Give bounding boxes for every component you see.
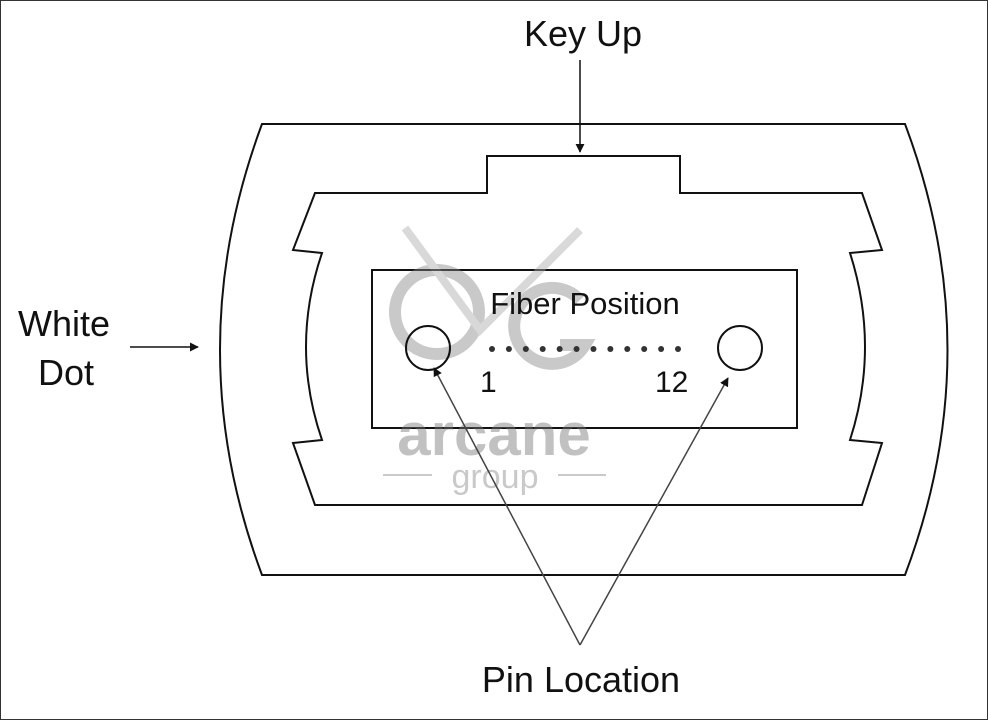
arcane-group-watermark: arcane group [383,225,606,496]
fiber-dot [489,346,495,352]
connector-outer-housing [219,123,949,576]
fiber-position-label: Fiber Position [490,286,680,321]
fiber-dot [539,346,546,352]
pin-right [717,325,763,371]
fiber-dot [675,346,681,352]
fiber-dot [607,346,614,352]
fiber-dot [624,346,631,352]
fiber-number-last: 12 [655,366,688,399]
white-dot-label-line1: White [18,303,110,344]
connector-inner-ferrule [291,155,884,506]
fiber-dot [556,346,563,352]
fiber-dot [658,346,665,352]
fiber-dots [489,346,681,352]
white-dot-label-line2: Dot [38,352,94,393]
key-up-label: Key Up [524,13,642,54]
pin-location-label: Pin Location [482,659,680,700]
svg-text:arcane: arcane [397,401,590,468]
fiber-window [371,269,798,429]
fiber-dot [590,346,597,352]
fiber-dot [522,346,529,352]
fiber-number-first: 1 [480,366,497,399]
fiber-dot [505,346,512,352]
pin-location-arrow-right [579,377,729,646]
fiber-dot [573,346,580,352]
pin-location-arrow-left [433,367,581,646]
pin-left [405,325,451,371]
svg-text:group: group [452,458,539,496]
fiber-dot [641,346,648,352]
